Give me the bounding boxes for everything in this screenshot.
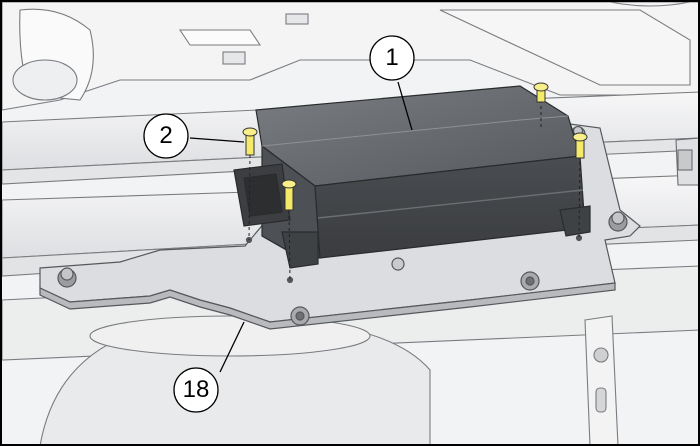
plate-bolt (57, 267, 77, 288)
callout-circle-18 (173, 367, 219, 413)
screw (572, 132, 588, 159)
callout-leaders (189, 81, 413, 373)
plate-bolt (520, 271, 540, 291)
screw (533, 82, 549, 103)
plate-bolt (290, 306, 310, 326)
control-module (233, 85, 591, 269)
vertical-strap (584, 315, 619, 446)
callout-circle-1 (369, 35, 415, 81)
callout-circle-2 (143, 113, 189, 159)
screw (242, 127, 258, 156)
screw (281, 179, 297, 211)
right-clip (675, 137, 700, 186)
vehicle-structure (1, 1, 700, 111)
screw-guide-lines (248, 100, 581, 281)
lower-housing (39, 315, 431, 446)
callout-circles (143, 35, 415, 413)
plate-bolt (608, 211, 628, 232)
